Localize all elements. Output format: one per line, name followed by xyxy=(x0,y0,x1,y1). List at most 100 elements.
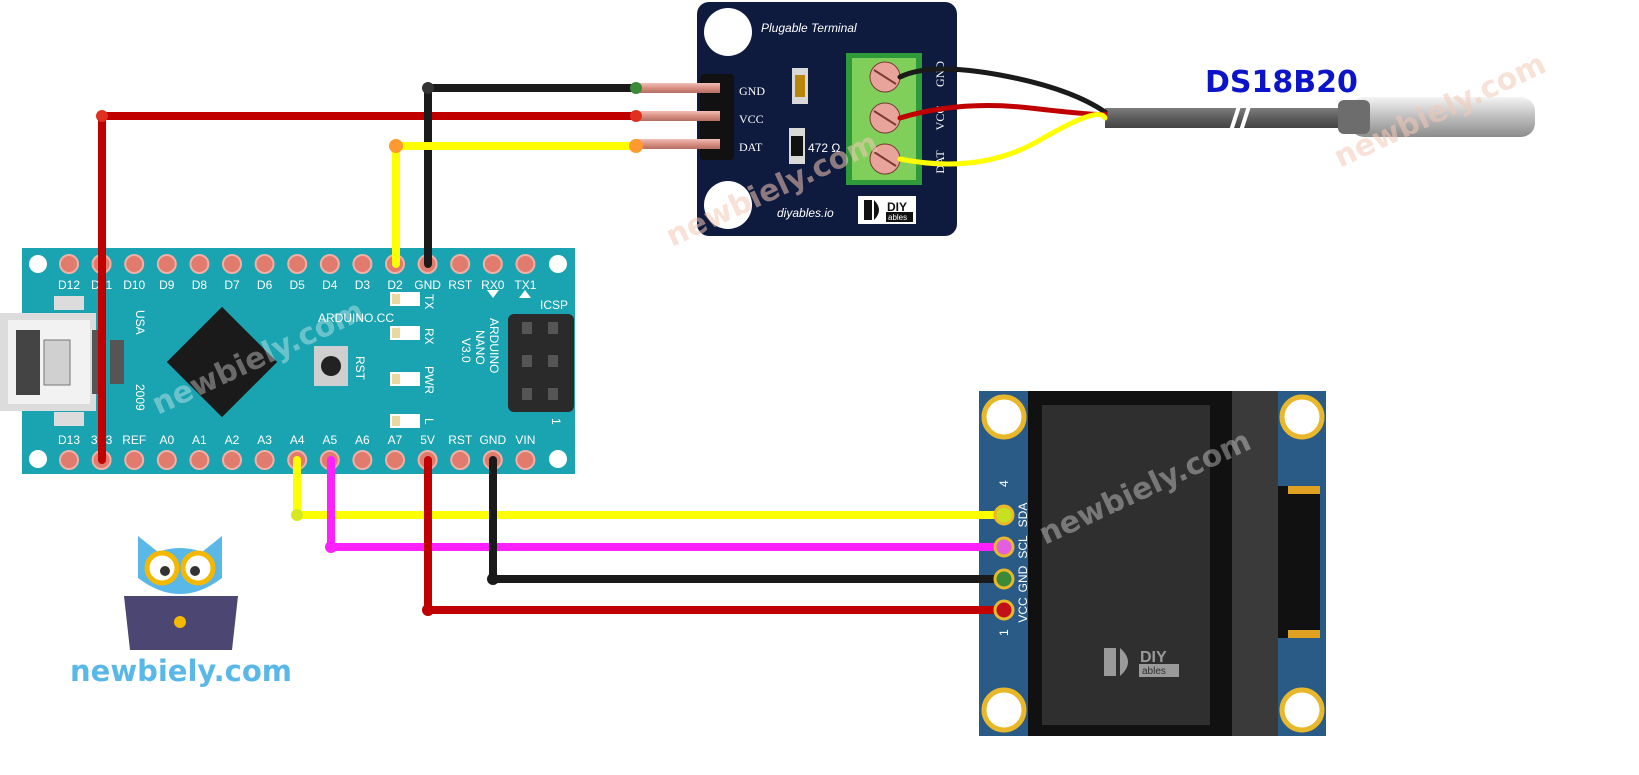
oled-glass-edge xyxy=(1232,391,1278,736)
lead-yellow xyxy=(897,112,1108,167)
header-pin-gnd: GND xyxy=(739,84,765,98)
mount-hole xyxy=(704,181,752,229)
nano-pin-label-bottom-rst: RST xyxy=(448,433,473,447)
nano-pin-pad-bottom-vin xyxy=(515,450,536,470)
nano-pin-label-top-d10: D10 xyxy=(123,278,145,292)
nano-pin-label-bottom-a6: A6 xyxy=(355,433,370,447)
nano-site-label: ARDUINO.CC xyxy=(318,311,394,325)
nano-pin-pad-top-d7 xyxy=(222,254,242,274)
nano-pin-pad-top-tx1 xyxy=(515,254,536,274)
nano-pin-label-top-rx0: RX0 xyxy=(481,278,505,292)
nano-pin-label-bottom-a5: A5 xyxy=(322,433,337,447)
rx-arrow-icon xyxy=(487,290,499,298)
nano-pin-label-bottom-5v: 5V xyxy=(420,433,435,447)
oled-pin-scl-pad xyxy=(993,536,1015,558)
nano-pin-pad-bottom-ref xyxy=(124,450,145,470)
nano-model-line1: ARDUINO xyxy=(487,318,501,373)
usb-connector xyxy=(0,313,104,411)
nano-pin-label-bottom-d13: D13 xyxy=(58,433,80,447)
nano-pin-label-bottom-gnd: GND xyxy=(479,433,506,447)
nano-pin-label-top-d6: D6 xyxy=(257,278,273,292)
nano-mount-hole xyxy=(29,255,47,273)
brand-name: newbiely.com xyxy=(70,654,292,688)
nano-pin-label-bottom-ref: REF xyxy=(122,433,146,447)
probe-sleeve xyxy=(1338,100,1370,134)
nano-pin-pad-top-rx0 xyxy=(482,254,503,274)
usb-side-pad xyxy=(54,412,84,426)
block-label-gnd: GND xyxy=(933,61,947,87)
resistor-body xyxy=(791,136,803,156)
sensor-title: DS18B20 xyxy=(1205,65,1358,100)
wires xyxy=(96,82,1008,616)
led-rx-label: RX xyxy=(422,328,436,345)
nano-model-line3: V3.0 xyxy=(459,338,473,363)
nano-pin-label-bottom-a1: A1 xyxy=(192,433,207,447)
oled-mount-hole xyxy=(1279,394,1325,440)
nano-pin-label-top-d2: D2 xyxy=(387,278,403,292)
oled-display: 4 1 DIY ables xyxy=(979,391,1326,736)
nano-pin-label-top-d8: D8 xyxy=(192,278,208,292)
nano-pin-label-bottom-a3: A3 xyxy=(257,433,272,447)
lead-black xyxy=(897,66,1108,115)
oled-num-top: 4 xyxy=(997,480,1011,487)
oled-num-bottom: 1 xyxy=(997,629,1011,636)
oled-pin-vcc-pad xyxy=(993,599,1015,621)
nano-pin-pad-bottom-a7 xyxy=(385,450,405,470)
led-l-label: L xyxy=(422,418,436,425)
led-tx-label: TX xyxy=(422,294,436,309)
header-pin xyxy=(634,111,720,121)
nano-year-label: 2009 xyxy=(133,384,147,411)
sensor-cable xyxy=(1105,108,1355,128)
nano-pin-pad-bottom-a6 xyxy=(352,450,373,470)
terminal-logo-top: DIY xyxy=(887,200,907,214)
nano-pin-pad-bottom-a1 xyxy=(189,450,210,470)
nano-pin-pad-top-d9 xyxy=(156,254,177,274)
oled-logo-top: DIY xyxy=(1140,649,1167,666)
nano-pin-pad-bottom-a2 xyxy=(222,450,242,470)
oled-pin-vcc-label: VCC xyxy=(1016,597,1030,623)
nano-pin-pad-bottom-a3 xyxy=(254,450,275,470)
oled-pin-sda-label: SDA xyxy=(1016,503,1030,528)
usb-side-pad xyxy=(54,296,84,310)
terminal-logo-bottom: ables xyxy=(888,213,907,222)
nano-pin-label-top-d3: D3 xyxy=(355,278,371,292)
oled-logo-bottom: ables xyxy=(1142,666,1166,677)
nano-usa-label: USA xyxy=(133,310,147,335)
wire-black-gnd-to-oled-gnd xyxy=(489,456,1008,583)
nano-pin-label-bottom-a7: A7 xyxy=(388,433,403,447)
icsp-label: ICSP xyxy=(540,298,568,312)
oled-mount-hole xyxy=(981,687,1027,733)
nano-pin-label-top-gnd: GND xyxy=(414,278,441,292)
reset-button-label: RST xyxy=(353,356,367,381)
capacitor-body xyxy=(795,75,805,97)
nano-mount-hole xyxy=(549,450,567,468)
nano-pin-label-bottom-vin: VIN xyxy=(515,433,535,447)
nano-pin-pad-top-d3 xyxy=(352,254,373,274)
oled-screen xyxy=(1042,405,1210,725)
diyables-logo: DIY ables xyxy=(858,196,916,224)
icsp-pin1-label: 1 xyxy=(549,418,563,425)
header-pin-vcc: VCC xyxy=(739,112,764,126)
oled-flex-cable xyxy=(1278,486,1320,638)
nano-mount-hole xyxy=(29,450,47,468)
nano-pin-pad-bottom-d13 xyxy=(59,450,79,470)
nano-pin-label-bottom-a2: A2 xyxy=(225,433,240,447)
nano-pin-label-top-rst: RST xyxy=(448,278,473,292)
oled-pin-scl-label: SCL xyxy=(1016,535,1030,559)
nano-mount-hole xyxy=(549,255,567,273)
nano-pin-label-bottom-a4: A4 xyxy=(290,433,305,447)
nano-pin-pad-top-rst xyxy=(450,254,471,274)
nano-pin-pad-bottom-rst xyxy=(450,450,471,470)
nano-pin-pad-top-d12 xyxy=(59,254,79,274)
nano-pin-label-top-d12: D12 xyxy=(58,278,80,292)
sensor-probe xyxy=(1350,97,1535,137)
nano-pin-label-top-d9: D9 xyxy=(159,278,175,292)
nano-pin-pad-top-d4 xyxy=(319,254,340,274)
cable-break-mark xyxy=(1228,102,1252,135)
newbiely-logo: newbiely.com xyxy=(70,536,292,688)
nano-model-line2: NANO xyxy=(473,330,487,365)
terminal-brand-site: diyables.io xyxy=(777,206,834,220)
oled-pins: SDA SCL GND VCC xyxy=(993,503,1030,623)
wire-joints xyxy=(96,82,643,616)
